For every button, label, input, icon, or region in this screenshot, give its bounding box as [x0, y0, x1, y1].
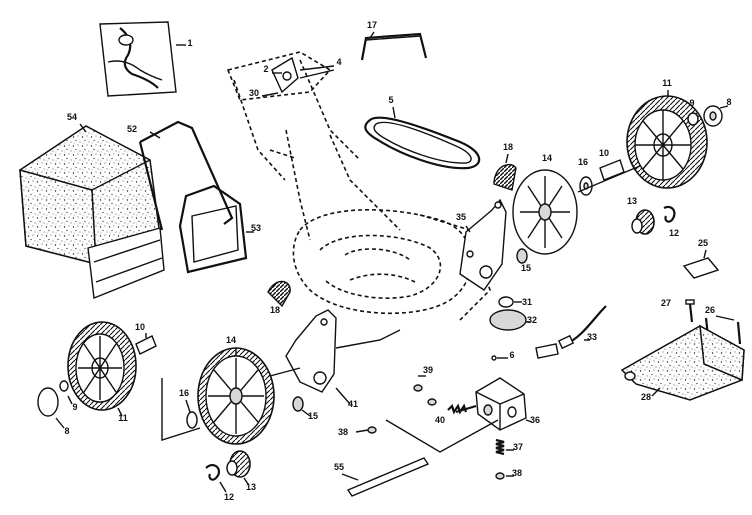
- callout-c31: 31: [522, 297, 532, 307]
- callout-c16b: 16: [179, 388, 189, 398]
- part-1-cable-assembly: [99, 21, 186, 97]
- callout-c12b: 12: [224, 492, 234, 502]
- callout-c52: 52: [127, 124, 137, 134]
- part-12-clip-left: [205, 463, 227, 493]
- callout-c14b: 14: [226, 335, 236, 345]
- leader-left-axle: [161, 378, 201, 441]
- part-6-pin: [491, 355, 508, 361]
- callout-c4: 4: [336, 57, 341, 67]
- part-53-bag-frame: [178, 184, 254, 274]
- callout-c9a: 9: [689, 98, 694, 108]
- callout-c53: 53: [251, 223, 261, 233]
- part-27-screw: [685, 299, 695, 323]
- callout-c8b: 8: [64, 426, 69, 436]
- part-16-washer-left: [185, 399, 198, 429]
- callout-c11b: 11: [118, 413, 128, 423]
- callout-c18a: 18: [503, 142, 513, 152]
- part-25-label: [682, 249, 720, 279]
- part-13-pinion-right: [631, 209, 655, 235]
- part-38-nut-left: [355, 426, 377, 434]
- callout-c5: 5: [388, 95, 393, 105]
- callout-c8a: 8: [726, 97, 731, 107]
- callout-c35a: 35: [456, 212, 466, 222]
- callout-c40: 40: [435, 415, 445, 425]
- callout-c12a: 12: [669, 228, 679, 238]
- part-55-axle-rod: [341, 419, 499, 497]
- part-2-lever: [261, 56, 335, 97]
- dashed-deck-outline: [226, 51, 491, 321]
- callout-c2: 2: [263, 64, 268, 74]
- part-36-transmission: [455, 377, 533, 431]
- part-17-bracket: [360, 31, 428, 61]
- part-39-nut: [413, 375, 437, 406]
- callout-c10b: 10: [135, 322, 145, 332]
- part-38-nut-bottom: [495, 472, 514, 480]
- part-15-bearing-right: [516, 248, 528, 264]
- callout-c33: 33: [587, 332, 597, 342]
- callout-c36: 36: [530, 415, 540, 425]
- callout-c9b: 9: [72, 402, 77, 412]
- part-18-grip-pad-left: [267, 280, 291, 308]
- callout-c14a: 14: [542, 153, 552, 163]
- callout-c26: 26: [705, 305, 715, 315]
- callout-c38a: 38: [338, 427, 348, 437]
- part-11-right-wheel: [626, 90, 708, 189]
- part-5-drive-belt: [364, 106, 481, 170]
- part-15-bearing-left: [292, 396, 311, 417]
- part-9-cap-right: [687, 105, 729, 127]
- callout-c13a: 13: [627, 196, 637, 206]
- part-33-cable: [535, 305, 607, 359]
- part-54-grass-bag: [19, 123, 165, 299]
- part-35-drive-bracket: [459, 198, 507, 291]
- part-18-grip-pad-top: [493, 153, 517, 191]
- callout-c13b: 13: [246, 482, 256, 492]
- part-10-bushing-right: [577, 159, 641, 193]
- callout-c15a: 15: [521, 263, 531, 273]
- callout-c15b: 15: [308, 411, 318, 421]
- callout-c38b: 38: [512, 468, 522, 478]
- callout-c39: 39: [423, 365, 433, 375]
- callout-c10a: 10: [599, 148, 609, 158]
- callout-c1: 1: [187, 38, 192, 48]
- part-41-left-bracket: [285, 309, 401, 405]
- callout-c25: 25: [698, 238, 708, 248]
- callout-c32: 32: [527, 315, 537, 325]
- callout-c28: 28: [641, 392, 651, 402]
- part-14-right-gear-disk: [512, 169, 578, 255]
- part-12-clip-right: [663, 205, 676, 223]
- callout-c30: 30: [249, 88, 259, 98]
- callout-c37: 37: [513, 442, 523, 452]
- callout-c11a: 11: [662, 78, 672, 88]
- callout-c18b: 18: [270, 305, 280, 315]
- callout-c6: 6: [509, 350, 514, 360]
- part-32-pulley-cover: [489, 309, 530, 331]
- callout-numbers: 1 17 2 4 30 5 11 9 8 54 52 18 14 16 10 35 13 12 53 15 25 31 27…: [64, 20, 731, 502]
- part-16-washer-right: [579, 176, 593, 196]
- callout-c17: 17: [367, 20, 377, 30]
- part-10-bushing-left: [135, 333, 157, 355]
- part-28-rear-deflector: [620, 324, 745, 401]
- callout-c55: 55: [334, 462, 344, 472]
- callout-c27: 27: [661, 298, 671, 308]
- part-31-bolt: [498, 296, 522, 308]
- part-11-left-wheel: [67, 321, 137, 417]
- part-13-pinion-left: [226, 450, 251, 485]
- callout-c54: 54: [67, 112, 77, 122]
- leader-left-hub: [269, 367, 301, 377]
- callout-c16a: 16: [578, 157, 588, 167]
- part-8-hubcap-left: [37, 387, 65, 429]
- part-14-left-gear-disk: [197, 347, 275, 445]
- part-37-spring: [495, 438, 514, 456]
- part-52-bag-frame: [138, 120, 234, 231]
- callout-c41: 41: [348, 399, 358, 409]
- part-9-cap-left: [59, 380, 73, 405]
- part-40-spring: [447, 403, 468, 415]
